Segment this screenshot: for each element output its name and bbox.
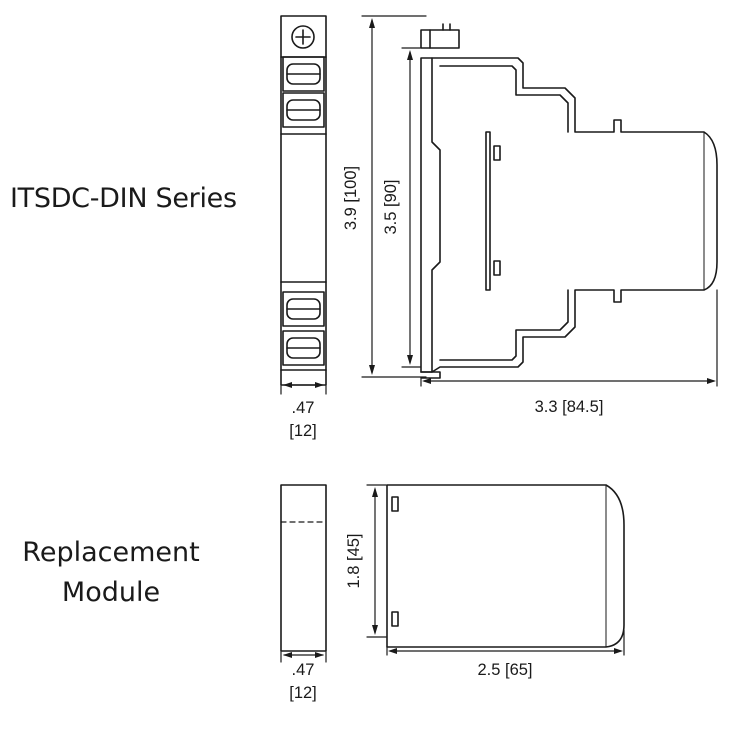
module-latch [493,145,501,161]
din-width-dimension [280,382,327,395]
module-latch [391,496,399,512]
module-width-mm-label: [12] [289,684,317,702]
din-total-height-label: 3.9 [100] [342,166,360,230]
top-clip [420,29,460,49]
din-width-in-label: .47 [292,399,315,417]
din-inner-height-label: 3.5 [90] [382,179,400,234]
module-latch [493,260,501,276]
din-width-mm-label: [12] [289,422,317,440]
module-front-view [280,484,327,652]
module-title: Replacement Module [0,533,222,613]
module-side-view [386,484,625,648]
din-depth-dimension [420,289,718,387]
module-depth-label: 2.5 [65] [477,661,532,679]
module-latch [391,611,399,627]
module-height-dimension [366,484,387,638]
module-height-label: 1.8 [45] [345,533,363,588]
module-width-dimension [280,651,327,663]
housing-body [431,57,718,373]
din-side-view [420,23,718,379]
module-title-line1: Replacement [22,537,200,568]
module-depth-dimension [386,629,625,656]
din-inner-height-dimension [401,47,421,368]
module-width-in-label: .47 [292,661,315,679]
module-title-line2: Module [61,577,161,608]
module-front-outline [280,484,327,652]
din-depth-label: 3.3 [84.5] [535,398,604,416]
series-title: ITSDC-DIN Series [10,183,237,214]
top-screw-icon [291,25,315,49]
module-side-outline [386,484,625,648]
din-front-view [280,15,327,386]
din-total-height-dimension [361,15,427,378]
